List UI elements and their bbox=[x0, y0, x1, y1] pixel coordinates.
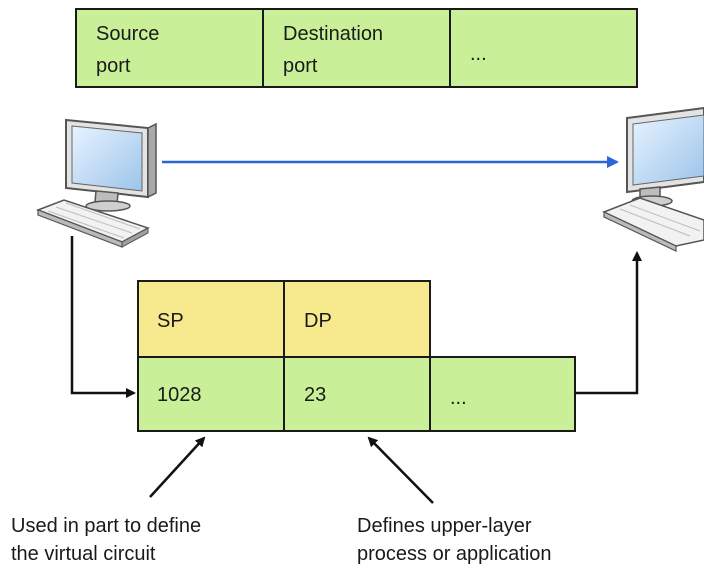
header-segment: Source port Destination port ... bbox=[75, 8, 638, 88]
caption-right-line-2: process or application bbox=[357, 543, 552, 565]
source-computer-icon bbox=[35, 118, 157, 248]
header-destination-line-1: Destination bbox=[283, 23, 383, 45]
more-value: ... bbox=[450, 387, 467, 409]
sp-label-cell bbox=[137, 280, 285, 358]
header-cell-destination-port bbox=[262, 8, 451, 88]
header-destination-line-2: port bbox=[283, 55, 318, 77]
application-callout-arrow bbox=[367, 436, 434, 504]
sp-value-cell bbox=[137, 356, 285, 432]
caption-left-line-2: the virtual circuit bbox=[11, 543, 156, 565]
header-more: ... bbox=[470, 43, 487, 65]
header-cell-more bbox=[449, 8, 638, 88]
dp-label: DP bbox=[304, 310, 332, 332]
sp-value: 1028 bbox=[157, 384, 202, 406]
segment-detail: SP DP 1028 23 ... bbox=[137, 280, 576, 432]
source-to-segment-arrow bbox=[70, 236, 136, 398]
dp-label-cell bbox=[283, 280, 431, 358]
sp-label: SP bbox=[157, 310, 184, 332]
header-source-line-1: Source bbox=[96, 23, 159, 45]
caption-left-line-1: Used in part to define bbox=[11, 515, 201, 537]
caption-right-line-1: Defines upper-layer bbox=[357, 515, 532, 537]
header-cell-source-port bbox=[75, 8, 264, 88]
dp-value: 23 bbox=[304, 384, 326, 406]
destination-computer-icon bbox=[602, 106, 704, 252]
virtual-circuit-callout-arrow bbox=[149, 436, 206, 498]
header-source-line-2: port bbox=[96, 55, 131, 77]
segment-to-destination-arrow bbox=[575, 251, 642, 395]
